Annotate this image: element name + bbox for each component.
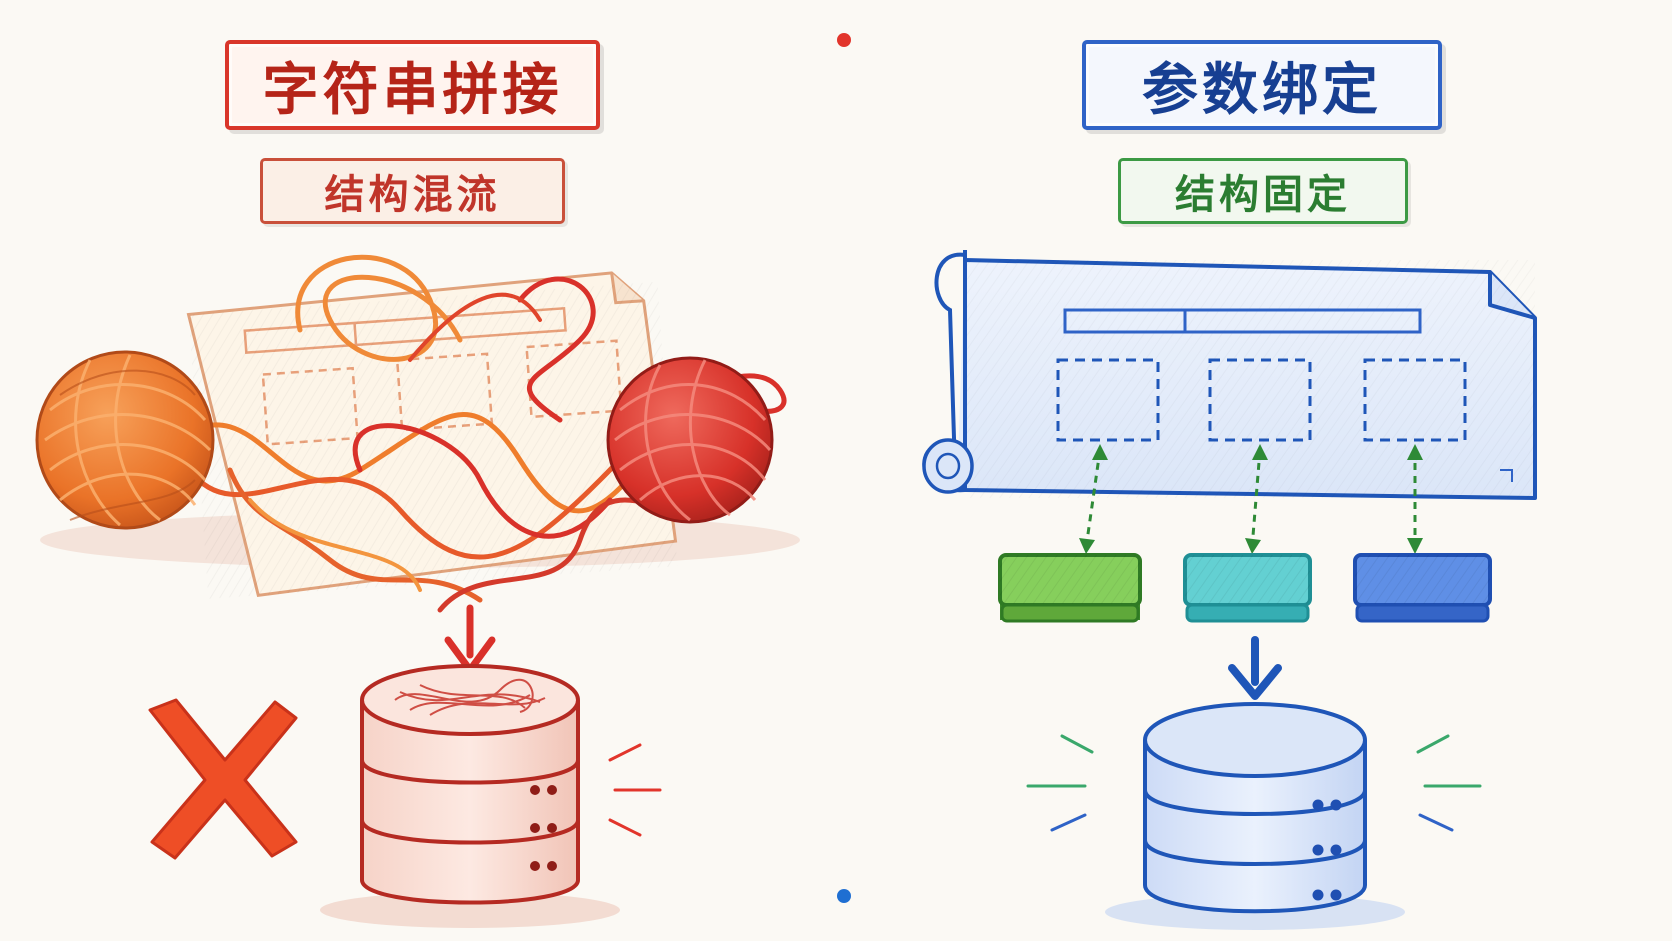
parameter-block-blue-icon (1353, 553, 1492, 623)
left-subtitle: 结构混流 (260, 158, 565, 224)
red-yarn-ball-icon (606, 356, 774, 524)
right-subtitle-text: 结构固定 (1175, 172, 1351, 218)
parameter-block-teal-icon (1183, 553, 1312, 623)
tangled-database-icon (320, 664, 662, 928)
orange-yarn-ball-icon (35, 350, 215, 530)
right-subtitle: 结构固定 (1118, 158, 1408, 224)
left-title-text: 字符串拼接 (262, 57, 563, 123)
parameter-block-green-icon (998, 553, 1142, 623)
clean-database-icon (1026, 702, 1482, 930)
down-arrow-icon (1228, 636, 1282, 700)
left-subtitle-text: 结构混流 (324, 172, 501, 218)
binding-arrows (1084, 449, 1417, 549)
binding-arrow-heads (1079, 444, 1423, 554)
right-title: 参数绑定 (1082, 40, 1442, 130)
cross-mark-icon (148, 698, 298, 860)
placeholder-slot-icon (1056, 358, 1467, 442)
right-title-text: 参数绑定 (1142, 57, 1382, 123)
blueprint-scroll-icon (922, 250, 1537, 500)
left-title: 字符串拼接 (225, 40, 600, 130)
down-arrow-icon (444, 604, 496, 674)
center-divider (837, 33, 851, 903)
